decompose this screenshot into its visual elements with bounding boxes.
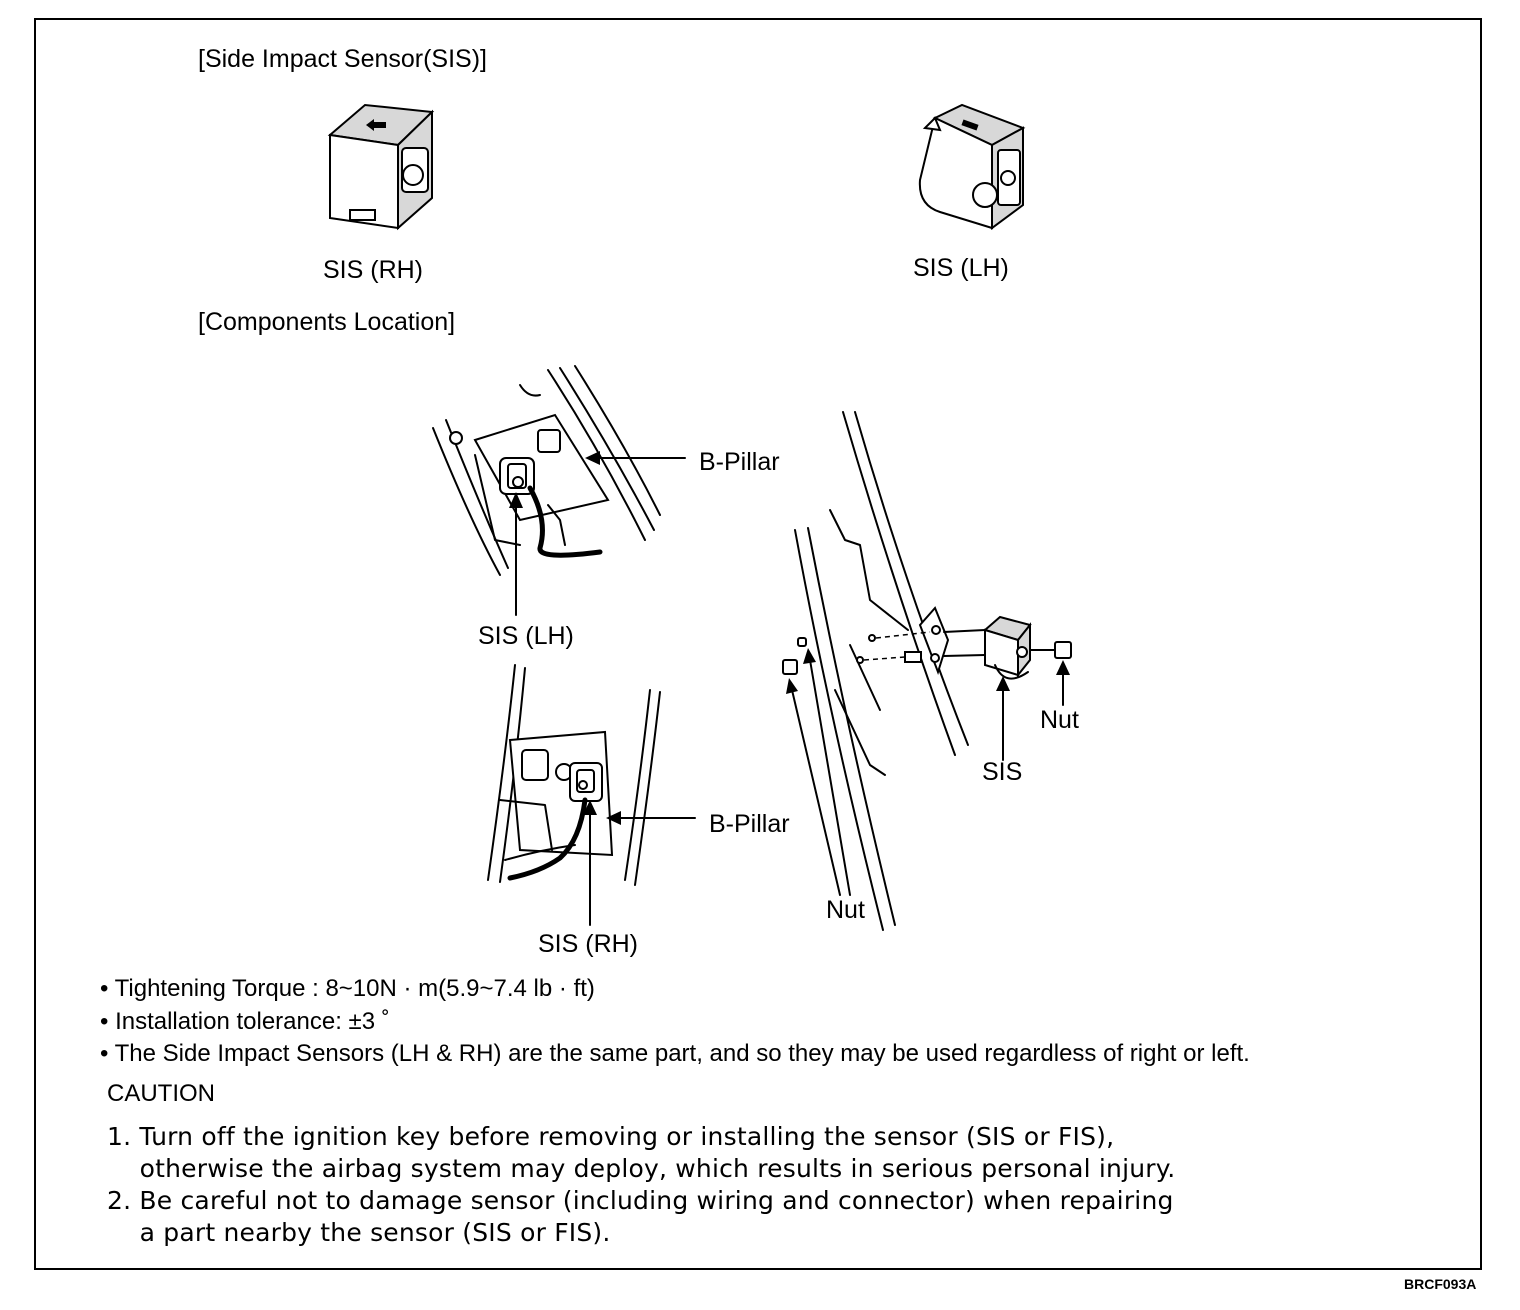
sis-heading: [Side Impact Sensor(SIS)] [198, 45, 488, 73]
note-same-part: • The Side Impact Sensors (LH & RH) are … [100, 1040, 1250, 1067]
upper-pillar-detail [432, 365, 686, 616]
lower-pillar-detail [487, 664, 696, 926]
diagram-frame [34, 18, 1482, 1270]
sis-rh-icon-label: SIS (RH) [323, 256, 423, 284]
components-location-heading: [Components Location] [198, 308, 456, 336]
sis-lh-icon-label: SIS (LH) [913, 254, 1009, 282]
caution-item-1-line-1: 1. Turn off the ignition key before remo… [107, 1122, 1115, 1151]
nut-left-label: Nut [826, 896, 865, 924]
figure-code: BRCF093A [1404, 1276, 1477, 1292]
sis-rh-location-label: SIS (RH) [538, 930, 638, 958]
b-pillar-lower-label: B-Pillar [709, 810, 790, 838]
installation-exploded-view [782, 411, 1072, 931]
b-pillar-upper-label: B-Pillar [699, 448, 780, 476]
sis-rh-sensor-icon [327, 103, 435, 231]
caution-item-2-line-2: a part nearby the sensor (SIS or FIS). [107, 1218, 611, 1247]
nut-right-label: Nut [1040, 706, 1079, 734]
caution-item-1-line-2: otherwise the airbag system may deploy, … [107, 1154, 1176, 1183]
caution-item-2-line-1: 2. Be careful not to damage sensor (incl… [107, 1186, 1174, 1215]
sis-lh-sensor-icon [918, 103, 1026, 230]
sis-exploded-label: SIS [982, 758, 1023, 786]
sis-lh-location-label: SIS (LH) [478, 622, 574, 650]
note-tightening-torque: • Tightening Torque : 8~10N · m(5.9~7.4 … [100, 975, 595, 1002]
note-installation-tolerance: • Installation tolerance: ±3 ˚ [100, 1008, 390, 1035]
caution-title: CAUTION [107, 1080, 215, 1107]
